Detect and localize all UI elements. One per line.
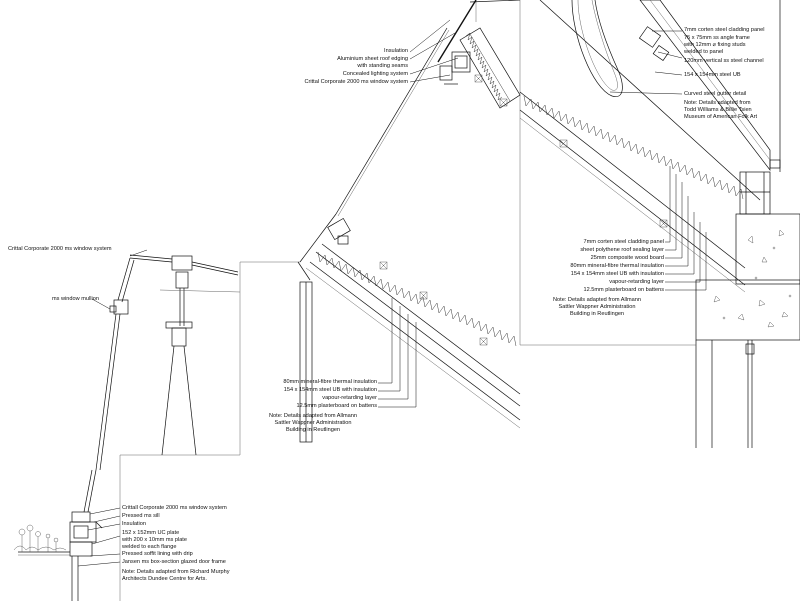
label-mullion: ms window mullion (52, 296, 99, 302)
label-note-2: Todd Williams & Billie Tsien (684, 107, 752, 113)
label-standing-seams: with standing seams (357, 63, 408, 69)
label-sill-insulation: Insulation (122, 521, 146, 527)
mullion-detail (91, 249, 241, 471)
label-welded: welded to panel (684, 49, 724, 55)
label-sill-note-2: Architects Dundee Centre for Arts. (122, 576, 207, 582)
label-sill-door-frame: Jansen ms box-section glazed door frame (122, 559, 226, 565)
gutter-detail (519, 0, 800, 448)
label-steel-ub: 154 x 154mm steel UB (684, 72, 741, 78)
label-sill-crittall: Crittall Corporate 2000 ms window system (122, 505, 227, 511)
label-note-1: Note: Details adapted from (684, 100, 751, 106)
label-sill-ms-plate: with 200 x 10mm ms plate (122, 537, 187, 543)
label-mullion-window: Crittal Corporate 2000 ms window system (8, 246, 112, 252)
label-slope-ub: 154 x 154mm steel UB with insulation (283, 387, 377, 393)
label-note-3: Museum of American Folk Art (684, 114, 758, 120)
label-eaves-vapour: vapour-retarding layer (609, 279, 664, 285)
label-eaves-note-2: Sattler Wappner Administration (558, 304, 636, 310)
label-eaves-woodboard: 25mm composite wood board (590, 255, 664, 261)
label-fixing-studs: with 12mm ⌀ fixing studs (684, 42, 746, 48)
label-aluminium-edging: Aluminium sheet roof edging (337, 56, 408, 62)
label-lighting: Concealed lighting system (342, 71, 408, 77)
label-eaves-note-3: Building in Reutlingen (569, 311, 625, 317)
label-sill-soffit: Pressed soffit lining with drip (122, 551, 193, 557)
label-sill-note-1: Note: Details adapted from Richard Murph… (122, 569, 230, 575)
top-window-detail (335, 0, 521, 345)
label-corten-panel: 7mm corten steel cladding panel (684, 27, 765, 33)
label-slope-mineral: 80mm mineral-fibre thermal insulation (283, 379, 377, 385)
label-slope-note-2: Sattler Wappner Administration (274, 420, 352, 426)
label-sill-welded: welded to each flange (122, 544, 177, 550)
label-ss-channel: 120mm vertical ss steel channel (684, 58, 764, 64)
label-angle-frame: 75 x 75mm ss angle frame (684, 35, 750, 41)
label-slope-note-1: Note: Details adapted from Allmann (269, 413, 357, 419)
label-eaves-note-1: Note: Details adapted from Allmann (553, 297, 641, 303)
roof-slope-detail (240, 213, 521, 443)
label-crittal-top: Crittal Corporate 2000 ms window system (304, 79, 408, 85)
label-slope-plasterboard: 12.5mm plasterboard on battens (296, 403, 377, 409)
label-eaves-mineral: 80mm mineral-fibre thermal insulation (570, 263, 664, 269)
label-eaves-polythene: sheet polythene roof sealing layer (580, 247, 664, 253)
label-sill-pressed: Pressed ms sill (122, 513, 160, 519)
label-eaves-ub: 154 x 154mm steel UB with insulation (570, 271, 664, 277)
label-slope-note-3: Building in Reutlingen (285, 427, 341, 433)
label-insulation: Insulation (384, 48, 408, 54)
label-eaves-plasterboard: 12.5mm plasterboard on battens (583, 287, 664, 293)
label-sill-uc-plate: 152 x 152mm UC plate (122, 530, 180, 536)
sill-detail (13, 455, 121, 601)
label-gutter-detail: Curved steel gutter detail (684, 91, 747, 97)
label-slope-vapour: vapour-retarding layer (322, 395, 377, 401)
label-eaves-corten: 7mm corten steel cladding panel (583, 239, 664, 245)
